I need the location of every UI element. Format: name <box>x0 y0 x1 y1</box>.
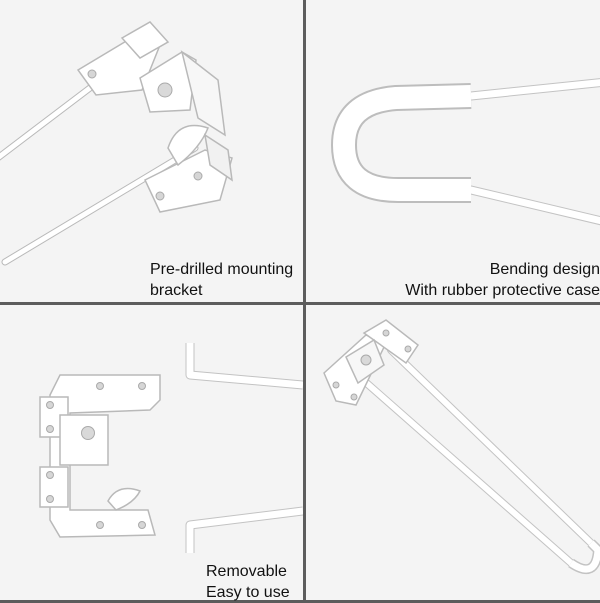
caption-line-2: Easy to use <box>206 584 290 601</box>
panel-removable <box>0 305 303 600</box>
caption: Pre-drilled mounting bracket <box>150 259 293 301</box>
bend-illustration <box>330 78 600 226</box>
caption-line-2: With rubber protective case <box>405 282 600 299</box>
caption: Bending design With rubber protective ca… <box>405 259 600 301</box>
caption-line-1: Bending design <box>489 261 600 278</box>
panel-mounting-bracket: Pre-drilled mounting bracket <box>0 0 303 302</box>
caption-line-1: Pre-drilled mounting <box>150 261 294 278</box>
removable-illustration <box>39 343 303 553</box>
caption-line-1: Removable <box>206 563 287 580</box>
hairpin-leg-illustration <box>323 319 600 575</box>
caption: Removable Easy to use <box>206 561 290 603</box>
bracket-illustration <box>0 21 233 266</box>
panel-bending-design: Bending design With rubber protective ca… <box>306 0 600 302</box>
panel-hairpin-leg <box>306 305 600 600</box>
caption-line-2: bracket <box>150 282 203 299</box>
